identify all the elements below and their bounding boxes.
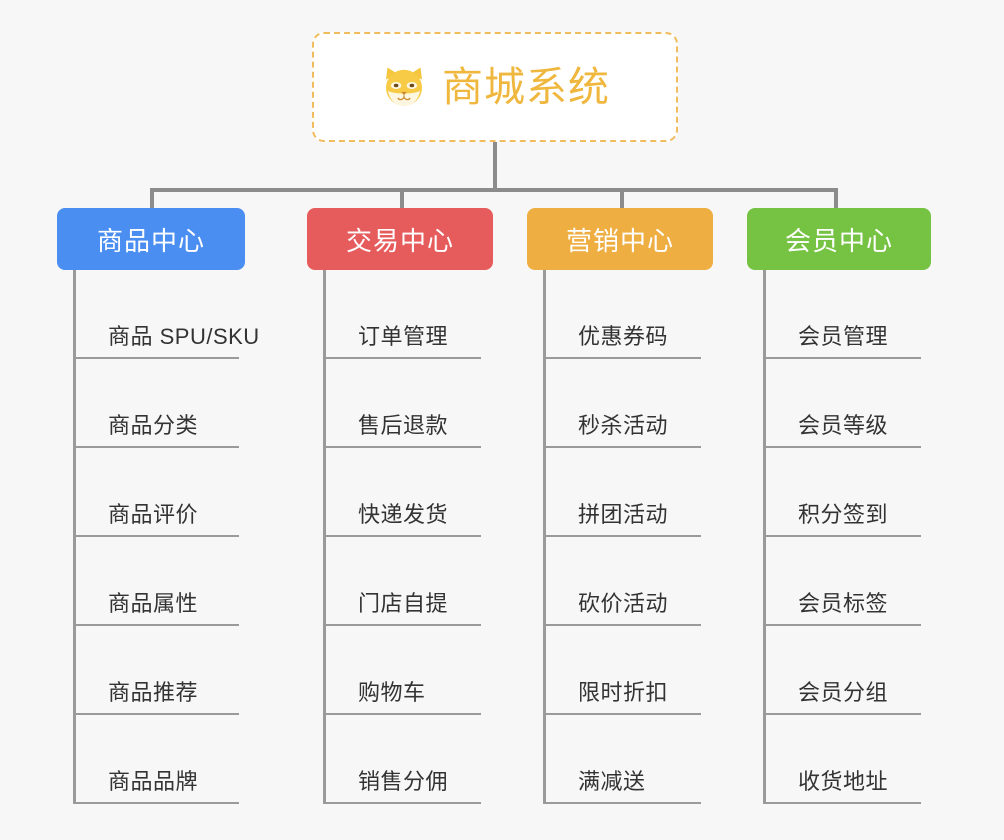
leaf-item[interactable]: 满减送 — [546, 715, 701, 804]
root-title: 商城系统 — [442, 63, 610, 110]
leaf-label: 商品分类 — [108, 413, 199, 438]
connector-bus — [150, 188, 838, 192]
leaf-item[interactable]: 限时折扣 — [546, 626, 701, 715]
leaf-item[interactable]: 会员等级 — [766, 359, 921, 448]
leaf-label: 门店自提 — [358, 591, 449, 616]
leaf-label: 会员等级 — [798, 413, 889, 438]
leaf-label: 限时折扣 — [578, 680, 669, 705]
leaf-item[interactable]: 砍价活动 — [546, 537, 701, 626]
leaf-item[interactable]: 商品品牌 — [76, 715, 239, 804]
connector-drop-3 — [620, 188, 624, 212]
connector-trunk — [493, 142, 497, 190]
leaf-label: 满减送 — [578, 769, 646, 794]
leaf-item[interactable]: 秒杀活动 — [546, 359, 701, 448]
leaf-item[interactable]: 售后退款 — [326, 359, 481, 448]
root-node[interactable]: 商城系统 — [312, 32, 678, 142]
leaf-label: 会员标签 — [798, 591, 889, 616]
leaf-label: 商品属性 — [108, 591, 199, 616]
leaf-list-4: 会员管理 会员等级 积分签到 会员标签 会员分组 收货地址 — [763, 270, 931, 804]
leaf-item[interactable]: 会员管理 — [766, 270, 921, 359]
leaf-item[interactable]: 收货地址 — [766, 715, 921, 804]
leaf-label: 拼团活动 — [578, 502, 669, 527]
leaf-label: 秒杀活动 — [578, 413, 669, 438]
leaf-label: 售后退款 — [358, 413, 449, 438]
leaf-label: 快递发货 — [358, 502, 449, 527]
leaf-item[interactable]: 优惠券码 — [546, 270, 701, 359]
leaf-label: 商品评价 — [108, 502, 199, 527]
leaf-list-2: 订单管理 售后退款 快递发货 门店自提 购物车 销售分佣 — [323, 270, 493, 804]
leaf-item[interactable]: 会员标签 — [766, 537, 921, 626]
shiba-dog-icon — [386, 67, 422, 108]
leaf-item[interactable]: 销售分佣 — [326, 715, 481, 804]
branch-header-2[interactable]: 交易中心 — [307, 208, 493, 270]
leaf-item[interactable]: 商品评价 — [76, 448, 239, 537]
leaf-label: 购物车 — [358, 680, 426, 705]
connector-drop-4 — [834, 188, 838, 212]
leaf-label: 商品品牌 — [108, 769, 199, 794]
branch-交易中心: 交易中心 订单管理 售后退款 快递发货 门店自提 购物车 销售分佣 — [307, 208, 493, 804]
leaf-label: 订单管理 — [358, 324, 449, 349]
leaf-item[interactable]: 会员分组 — [766, 626, 921, 715]
connector-drop-2 — [400, 188, 404, 212]
leaf-item[interactable]: 商品属性 — [76, 537, 239, 626]
leaf-label: 商品 SPU/SKU — [108, 324, 260, 349]
leaf-item[interactable]: 商品 SPU/SKU — [76, 270, 259, 359]
leaf-item[interactable]: 商品分类 — [76, 359, 239, 448]
connector-drop-1 — [150, 188, 154, 212]
leaf-label: 销售分佣 — [358, 769, 449, 794]
leaf-item[interactable]: 积分签到 — [766, 448, 921, 537]
leaf-label: 收货地址 — [798, 769, 889, 794]
leaf-item[interactable]: 快递发货 — [326, 448, 481, 537]
leaf-label: 积分签到 — [798, 502, 889, 527]
leaf-list-1: 商品 SPU/SKU 商品分类 商品评价 商品属性 商品推荐 商品品牌 — [73, 270, 259, 804]
leaf-item[interactable]: 订单管理 — [326, 270, 481, 359]
branch-header-4[interactable]: 会员中心 — [747, 208, 931, 270]
branch-header-1[interactable]: 商品中心 — [57, 208, 245, 270]
leaf-label: 商品推荐 — [108, 680, 199, 705]
leaf-item[interactable]: 门店自提 — [326, 537, 481, 626]
leaf-label: 砍价活动 — [578, 591, 669, 616]
branch-商品中心: 商品中心 商品 SPU/SKU 商品分类 商品评价 商品属性 商品推荐 商品品牌 — [57, 208, 259, 804]
leaf-item[interactable]: 拼团活动 — [546, 448, 701, 537]
branch-header-3[interactable]: 营销中心 — [527, 208, 713, 270]
branch-营销中心: 营销中心 优惠券码 秒杀活动 拼团活动 砍价活动 限时折扣 满减送 — [527, 208, 713, 804]
leaf-label: 优惠券码 — [578, 324, 669, 349]
leaf-label: 会员分组 — [798, 680, 889, 705]
leaf-item[interactable]: 购物车 — [326, 626, 481, 715]
branch-会员中心: 会员中心 会员管理 会员等级 积分签到 会员标签 会员分组 收货地址 — [747, 208, 931, 804]
leaf-item[interactable]: 商品推荐 — [76, 626, 239, 715]
leaf-label: 会员管理 — [798, 324, 889, 349]
leaf-list-3: 优惠券码 秒杀活动 拼团活动 砍价活动 限时折扣 满减送 — [543, 270, 713, 804]
